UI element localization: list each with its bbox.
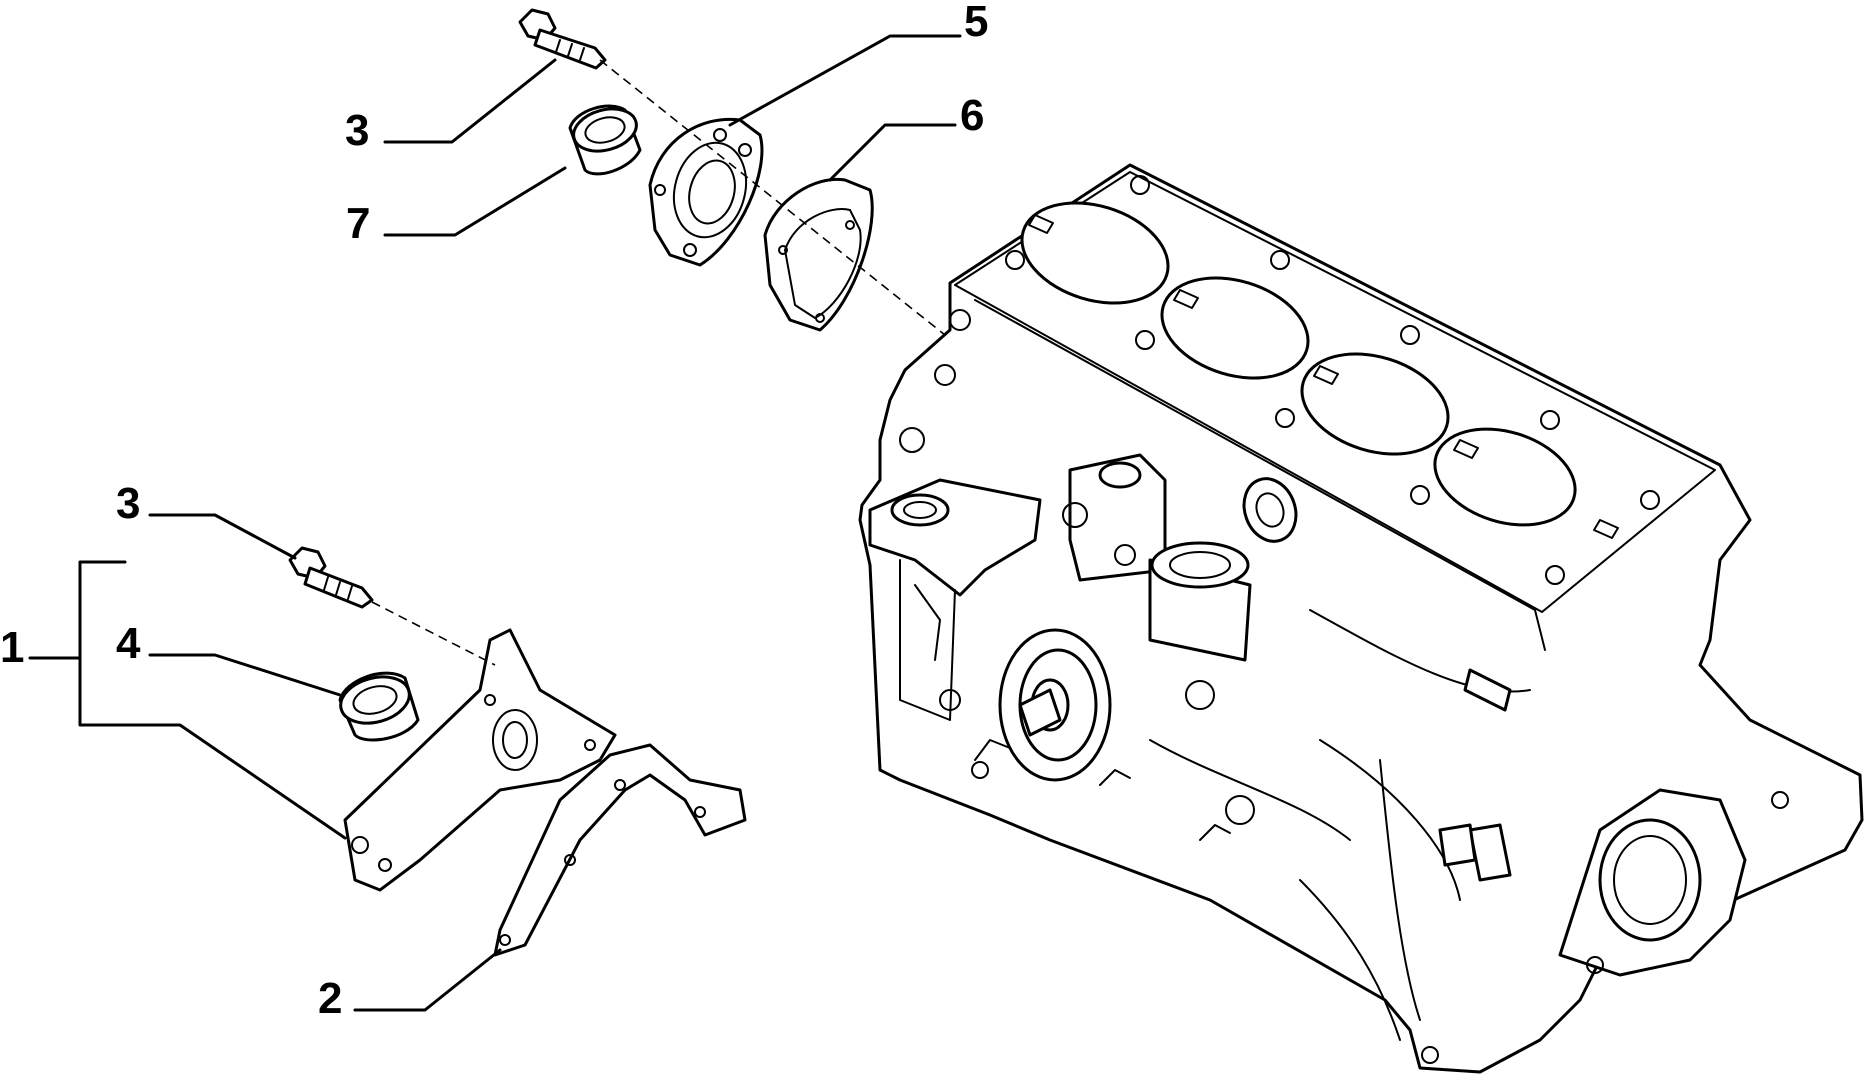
seal-ring-upper — [568, 104, 642, 176]
seal-ring-lower — [338, 671, 420, 742]
callout-1: 1 — [0, 623, 24, 672]
callout-2: 2 — [318, 974, 342, 1023]
engine-block — [858, 163, 1864, 1074]
callout-4: 4 — [116, 619, 141, 668]
seal-carrier-lower — [343, 628, 617, 892]
assembly-axis-lower — [371, 601, 496, 666]
assembly-axis-upper — [599, 59, 946, 336]
callout-5: 5 — [964, 0, 988, 46]
leader-lines — [28, 34, 962, 1012]
seal-carrier-flange — [648, 117, 764, 267]
callout-3-lower: 3 — [116, 479, 140, 528]
callout-3-upper: 3 — [345, 106, 369, 155]
gasket-lower — [493, 743, 747, 957]
callout-6: 6 — [960, 91, 984, 140]
bolt-lower — [288, 546, 374, 609]
callout-7: 7 — [346, 199, 370, 248]
bolt-upper — [518, 8, 607, 70]
gasket-upper — [763, 177, 874, 332]
